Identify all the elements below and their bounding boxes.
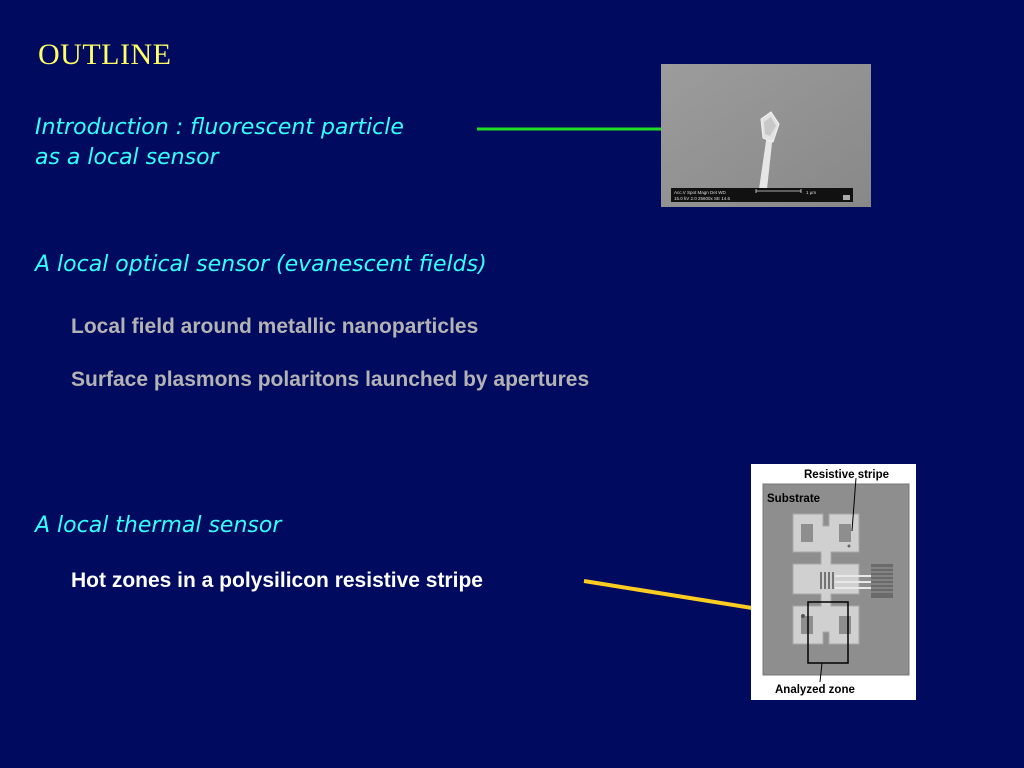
sem-databar-line-2: 15.0 kV 2.0 25600x SE 14.6 xyxy=(674,196,731,201)
sem-micrograph-image: Acc.V Spot Magn Det WD 15.0 kV 2.0 25600… xyxy=(661,64,871,207)
intro-line-1: Introduction : fluorescent particle xyxy=(35,115,404,140)
chip-label-substrate: Substrate xyxy=(767,493,820,505)
sem-scale-label: 1 µm xyxy=(806,190,816,195)
optical-item-nanoparticles: Local field around metallic nanoparticle… xyxy=(71,315,479,338)
intro-heading: Introduction : fluorescent particle as a… xyxy=(35,113,404,173)
sem-databar-line-1: Acc.V Spot Magn Det WD xyxy=(674,190,727,195)
thermal-item-hot-zones: Hot zones in a polysilicon resistive str… xyxy=(71,569,483,592)
slide-title: OUTLINE xyxy=(38,38,172,71)
chip-label-resistive-stripe: Resistive stripe xyxy=(804,469,889,481)
chip-micrograph-image: Resistive stripe Substrate Analyzed zone xyxy=(751,464,916,700)
optical-item-plasmons: Surface plasmons polaritons launched by … xyxy=(71,368,590,391)
optical-sensor-heading: A local optical sensor (evanescent field… xyxy=(35,252,487,277)
intro-line-2: as a local sensor xyxy=(35,145,219,170)
thermal-sensor-heading: A local thermal sensor xyxy=(35,513,282,538)
chip-label-analyzed-zone: Analyzed zone xyxy=(775,684,855,696)
